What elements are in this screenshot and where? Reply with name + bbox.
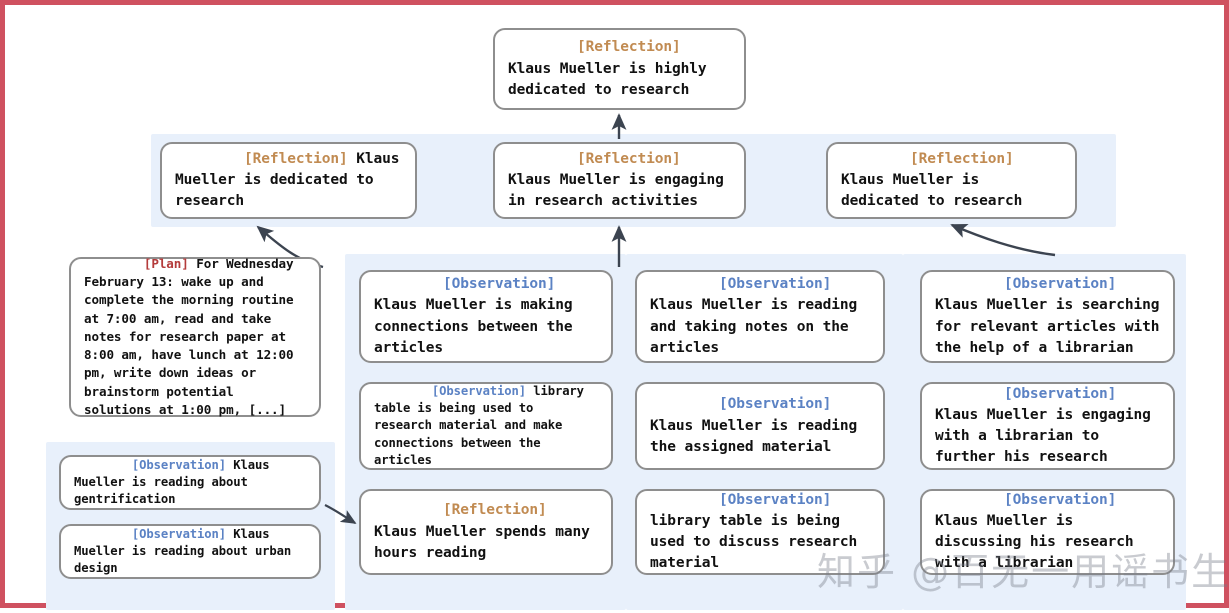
node-text: Klaus Mueller is making connections betw…: [374, 276, 582, 356]
node-column3-observation-3[interactable]: [Observation] Klaus Mueller is discussin…: [920, 489, 1175, 575]
node-tag: [Observation]: [1004, 276, 1117, 293]
node-text: Klaus Mueller is searching for relevant …: [935, 276, 1169, 356]
node-tag: [Observation]: [1004, 385, 1117, 402]
node-text: Klaus Mueller spends many hours reading: [374, 502, 599, 561]
node-text: library table is being used to discuss r…: [650, 491, 866, 572]
node-column1-reflection[interactable]: [Reflection] Klaus Mueller spends many h…: [359, 489, 613, 575]
node-tag: [Reflection]: [577, 39, 681, 56]
node-tag: [Reflection]: [443, 502, 547, 519]
node-top-reflection[interactable]: [Reflection] Klaus Mueller is highly ded…: [493, 28, 746, 110]
node-reflection-2[interactable]: [Reflection] Klaus Mueller is engaging i…: [493, 142, 746, 219]
node-text: Klaus Mueller is dedicated to research: [175, 150, 409, 210]
node-tag: [Observation]: [1004, 491, 1117, 508]
node-tag: [Observation]: [131, 526, 226, 541]
watermark: 知乎 @百无一用谣书生: [817, 550, 1229, 594]
node-column3-observation-2[interactable]: [Observation] Klaus Mueller is engaging …: [920, 382, 1175, 470]
node-tag: [Observation]: [719, 276, 832, 293]
node-bottomleft-observation-2[interactable]: [Observation] Klaus Mueller is reading a…: [59, 524, 321, 579]
node-text: Klaus Mueller is engaging with a librari…: [935, 385, 1160, 466]
node-tag: [Plan]: [143, 255, 189, 271]
node-text: Klaus Mueller is reading about urban des…: [74, 526, 299, 576]
node-text: library table is being used to research …: [374, 383, 592, 467]
node-tag: [Observation]: [719, 396, 832, 413]
node-text: Klaus Mueller is engaging in research ac…: [508, 150, 733, 210]
node-text: Klaus Mueller is highly dedicated to res…: [508, 39, 716, 98]
node-text: Klaus Mueller is dedicated to research: [841, 150, 1023, 210]
node-tag: [Observation]: [131, 457, 226, 472]
node-tag: [Observation]: [431, 383, 526, 398]
node-text: Klaus Mueller is reading the assigned ma…: [650, 396, 866, 455]
node-text: For Wednesday February 13: wake up and c…: [84, 255, 301, 417]
node-column1-observation-2[interactable]: [Observation] library table is being use…: [359, 382, 613, 470]
node-bottomleft-observation-1[interactable]: [Observation] Klaus Mueller is reading a…: [59, 455, 321, 510]
node-column2-observation-2[interactable]: [Observation] Klaus Mueller is reading t…: [635, 382, 885, 470]
node-text: Klaus Mueller is discussing his research…: [935, 491, 1143, 572]
node-tag: [Reflection]: [577, 150, 681, 167]
node-plan[interactable]: [Plan] For Wednesday February 13: wake u…: [69, 255, 321, 417]
node-tag: [Reflection]: [244, 150, 348, 167]
node-column3-observation-1[interactable]: [Observation] Klaus Mueller is searching…: [920, 270, 1175, 363]
node-text: Klaus Mueller is reading and taking note…: [650, 276, 866, 356]
node-tag: [Observation]: [719, 491, 832, 508]
node-column2-observation-3[interactable]: [Observation] library table is being use…: [635, 489, 885, 575]
node-reflection-1[interactable]: [Reflection] Klaus Mueller is dedicated …: [160, 142, 417, 219]
node-tag: [Observation]: [443, 276, 556, 293]
node-reflection-3[interactable]: [Reflection] Klaus Mueller is dedicated …: [826, 142, 1077, 219]
node-column2-observation-1[interactable]: [Observation] Klaus Mueller is reading a…: [635, 270, 885, 363]
node-column1-observation-1[interactable]: [Observation] Klaus Mueller is making co…: [359, 270, 613, 363]
node-text: Klaus Mueller is reading about gentrific…: [74, 457, 277, 507]
diagram-canvas: [Reflection] Klaus Mueller is highly ded…: [5, 5, 1229, 613]
node-tag: [Reflection]: [910, 150, 1014, 167]
